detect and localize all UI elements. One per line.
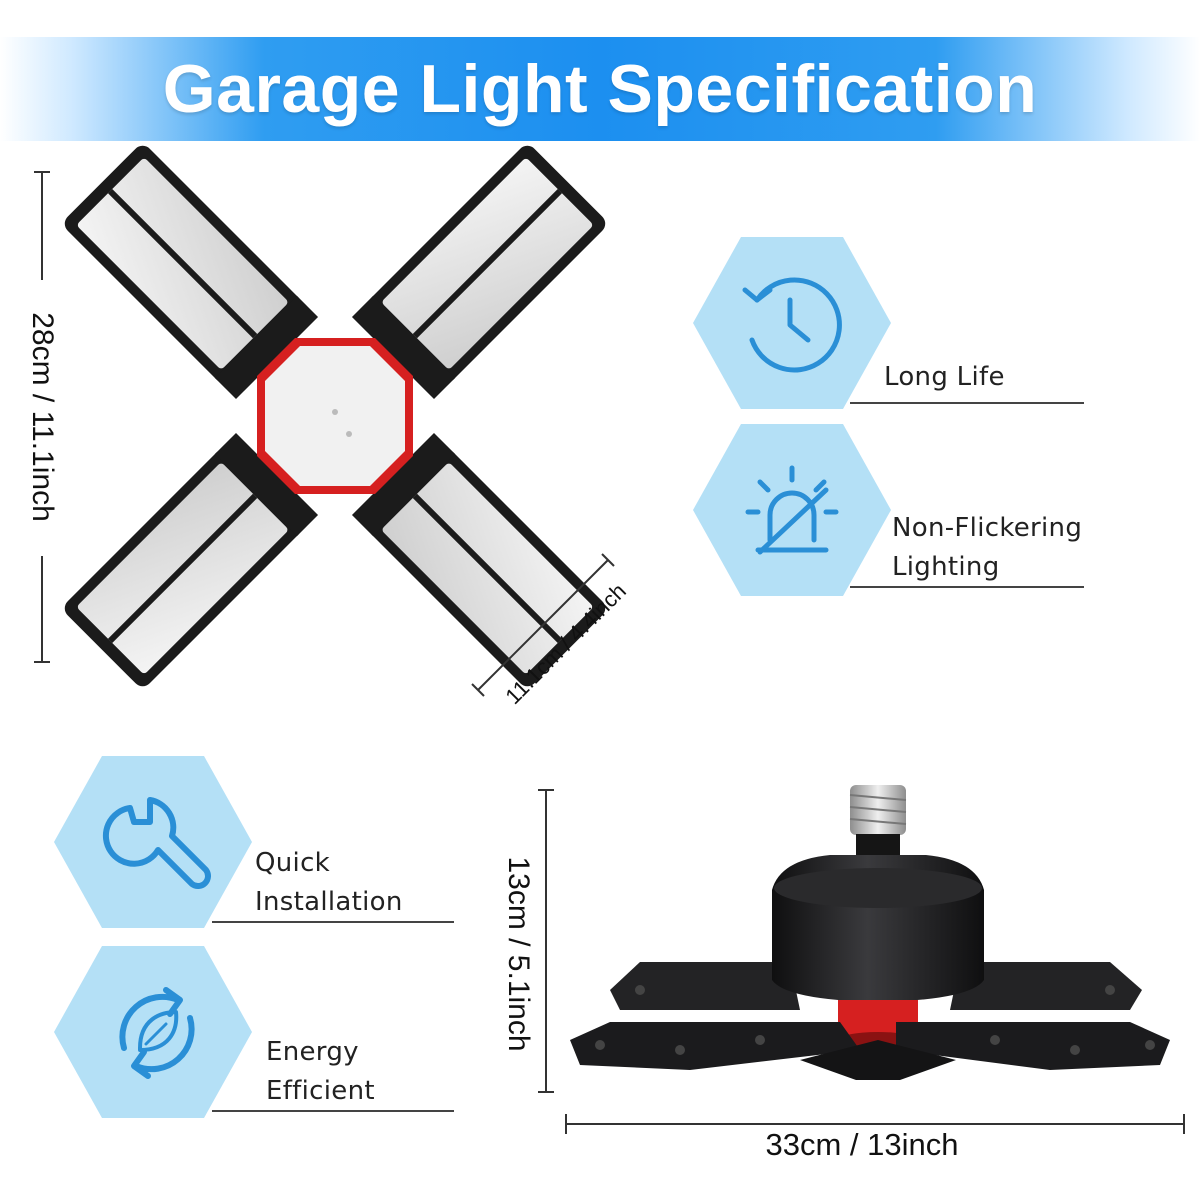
feature-energy-efficient-line: [212, 1110, 454, 1112]
energy-efficient-hexagon: [54, 946, 252, 1118]
feature-long-life-label: Long Life: [884, 362, 1005, 392]
header-banner: Garage Light Specification: [0, 37, 1200, 141]
alarm-light-off-icon: [745, 465, 839, 555]
non-flickering-hexagon: [693, 424, 891, 596]
side-width-dimension: 33cm / 13inch: [765, 1127, 959, 1162]
wrench-icon: [102, 797, 211, 889]
feature-quick-installation-line: [212, 921, 454, 923]
feature-long-life-line: [850, 402, 1084, 404]
clock-icon: [742, 277, 842, 373]
leaf-recycle-icon: [119, 987, 195, 1079]
e26-base-icon: [849, 785, 907, 860]
side-height-dimension: 13cm / 5.1inch: [502, 856, 535, 1052]
feature-non-flickering-line: [850, 586, 1084, 588]
page-title: Garage Light Specification: [162, 51, 1038, 127]
